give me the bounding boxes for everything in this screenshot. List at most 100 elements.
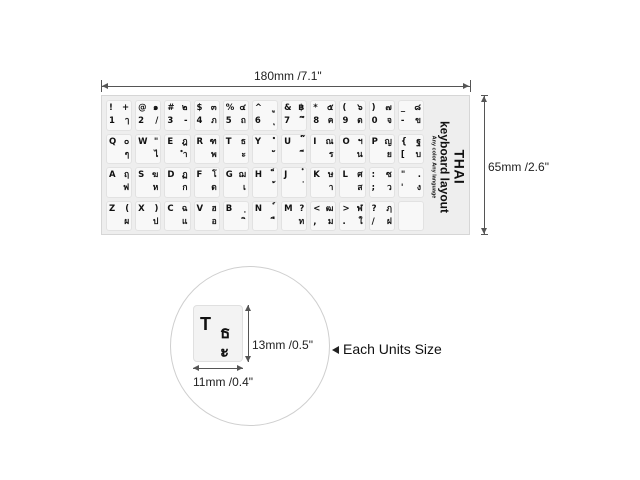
key-legend-tl: F [196, 170, 203, 180]
key-legend-tr: ) [154, 203, 159, 214]
key-legend-br: ก [182, 183, 188, 193]
key-cap: ?ฦ/ฝ [368, 200, 395, 231]
caption-pointer-icon [332, 346, 339, 354]
key-legend-tr: ฌ [238, 170, 246, 180]
key-legend-tr: ฤ [124, 170, 130, 180]
key-legend-bl: 5 [225, 116, 232, 126]
key-legend-tl: A [109, 170, 116, 180]
unit-width-label: 11mm /0.4" [193, 375, 254, 389]
key-legend-tl: P [371, 136, 378, 147]
key-legend-tl: * [313, 103, 318, 113]
key-legend-bl: 7 [284, 116, 290, 126]
key-grid: !+1ๅ@๑2/#๒3-$๓4ภ%๔5ถ^ู6ุ&฿7ึ*๕8ค(๖9ต)๗0จ… [106, 100, 424, 231]
key-legend-br: ฟ [123, 183, 130, 193]
key-legend-br: - [184, 116, 188, 126]
key-legend-tl: : [371, 170, 376, 180]
key-legend-tr: ธ [240, 136, 246, 147]
key-legend-tl: D [167, 170, 175, 180]
key-legend-tr: ญ [384, 136, 392, 147]
key-legend-tr: ๑ [152, 103, 159, 113]
key-legend-bl: 0 [371, 116, 378, 126]
key-cap: J๋่ [281, 167, 308, 198]
key-legend-bl: 4 [196, 116, 203, 126]
key-legend-br: ว [387, 183, 392, 193]
key-cap: M? ท [281, 200, 308, 231]
key-legend-tl: B [225, 203, 233, 214]
key-legend-tl: > [342, 203, 350, 214]
key-cap: ".'ง [397, 167, 424, 198]
key-legend-tr: ฿ [298, 103, 305, 113]
key-legend-bl: / [371, 216, 375, 227]
language-title: THAI [451, 149, 468, 185]
height-dim-label: 65mm /2.6" [488, 160, 549, 174]
key-cap: &฿7ึ [281, 100, 308, 131]
unit-width-arrow-right [237, 365, 243, 371]
key-cap: Bฺิ [222, 200, 249, 231]
key-legend-tr: ฉ [181, 203, 188, 214]
key-legend-br: ๆ [124, 149, 130, 160]
key-legend-br: ไ [154, 149, 159, 160]
key-legend-bl: 6 [254, 116, 261, 126]
key-legend-tr: ? [299, 203, 305, 214]
unit-height-dim-line [248, 305, 249, 362]
key-cap: ^ู6ุ [251, 100, 279, 131]
key-legend-br: ถ [240, 116, 246, 126]
key-legend-tr: ฐ [416, 136, 421, 147]
key-legend-tl: V [196, 203, 204, 214]
key-legend-tl: M [284, 203, 293, 214]
key-legend-tr: ฮ [211, 203, 217, 214]
key-legend-br: ค [327, 116, 334, 126]
key-legend-br: ย [386, 149, 392, 160]
key-legend-tl: # [167, 103, 175, 113]
key-cap: Yํั [251, 133, 279, 164]
unit-height-arrow-up [245, 305, 251, 311]
key-legend-br: ท [298, 216, 305, 227]
width-dim-label: 180mm /7.1" [254, 69, 322, 83]
color-language-note: Any color Any language [430, 135, 437, 199]
key-legend-tr: . [417, 170, 421, 180]
height-dim-arrow-down [481, 228, 487, 234]
key-legend-bl: - [400, 116, 405, 126]
key-legend-br: ผ [124, 216, 130, 227]
key-legend-tl: R [196, 136, 204, 147]
width-dim-arrow-right [463, 83, 469, 89]
key-cap: {ฐ[บ [397, 133, 424, 164]
key-legend-tr: ฯ [357, 136, 363, 147]
unit-size-caption: Each Units Size [343, 341, 442, 357]
key-legend-tr: ๕ [327, 103, 334, 113]
key-legend-br: ป [152, 216, 159, 227]
key-legend-tl: G [225, 170, 233, 180]
key-cap: W " ไ [135, 133, 162, 164]
width-dim-arrow-left [102, 83, 108, 89]
key-legend-tr: ฦ [386, 203, 392, 214]
key-cap: >ฬ.ใ [339, 200, 366, 231]
unit-key-latin: T [200, 314, 211, 334]
unit-key-thai-lower: ะ [220, 342, 230, 362]
key-legend-tr: ซ [386, 170, 392, 180]
key-legend-br: ด [211, 183, 217, 193]
key-legend-tl: O [342, 136, 350, 147]
key-legend-br: ำ [182, 149, 188, 160]
key-legend-tl: W [138, 136, 148, 147]
key-legend-tr: ฎ [181, 136, 188, 147]
key-legend-tr: " [153, 136, 159, 147]
width-dim-right-end [470, 80, 471, 92]
key-legend-br: ร [328, 149, 334, 160]
key-legend-tl: ( [342, 103, 347, 113]
key-legend-tl: & [284, 103, 292, 113]
key-legend-tl: Z [109, 203, 116, 214]
key-legend-br: ต [357, 116, 363, 126]
key-legend-tl: X [138, 203, 145, 214]
